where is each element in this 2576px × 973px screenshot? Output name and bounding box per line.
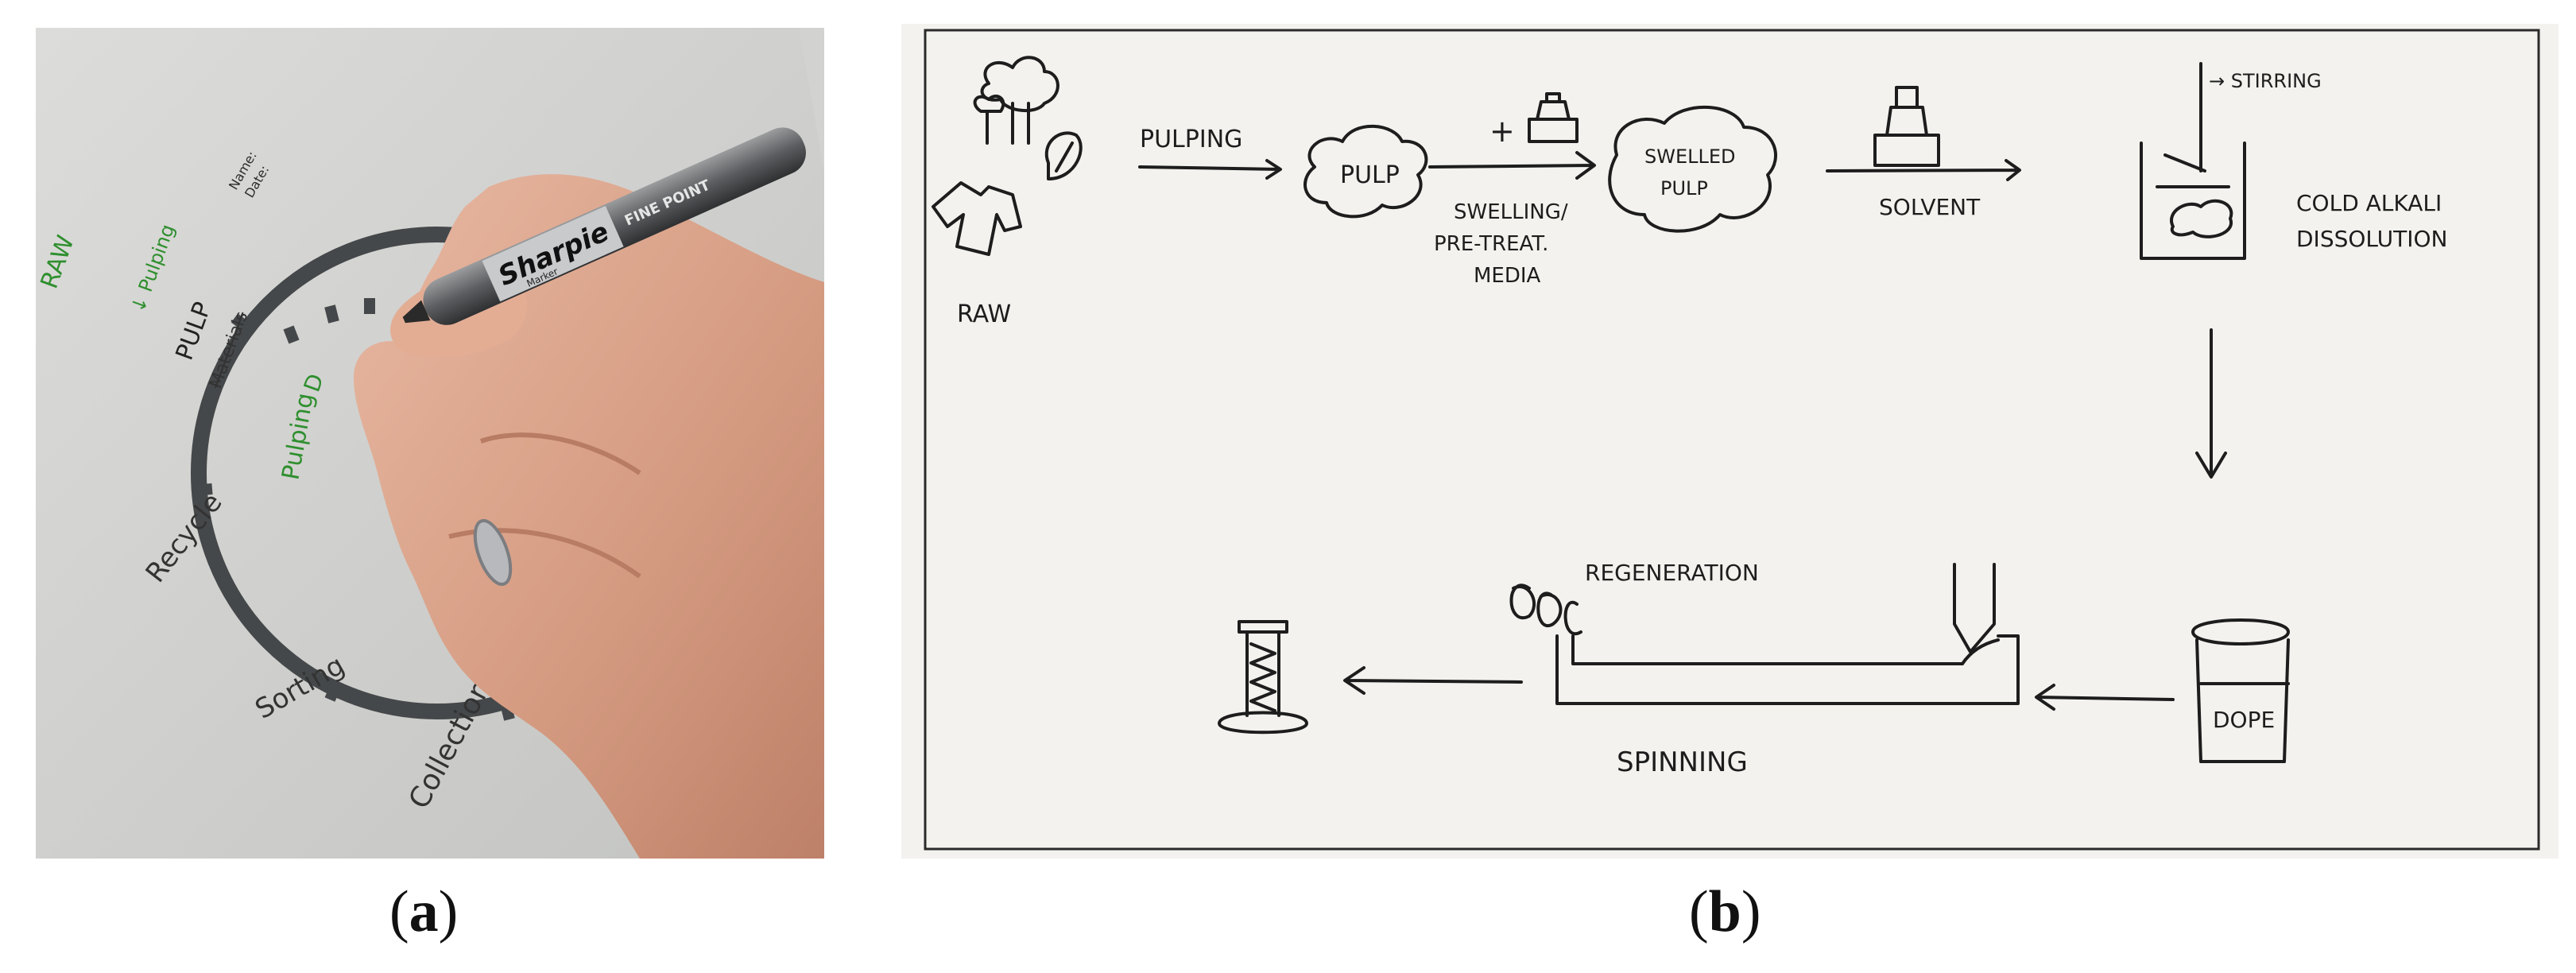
arrow-to-bobbin: [1343, 666, 1523, 695]
dope-container: [2191, 618, 2290, 763]
label-plus: +: [1489, 114, 1515, 149]
label-cold-alkali: COLD ALKALI: [2296, 190, 2442, 216]
cycle-ticks: [192, 298, 515, 721]
label-stirring: → STIRRING: [2209, 70, 2322, 92]
arrow-down: [2195, 328, 2227, 479]
fiber-coil: [1509, 583, 1582, 636]
pretreat-vessel: [1528, 92, 1579, 143]
caption-b: (b): [1689, 879, 1761, 944]
label-spinning: SPINNING: [1617, 746, 1748, 778]
label-regeneration: REGENERATION: [1585, 560, 1759, 586]
label-raw: RAW: [957, 300, 1011, 328]
label-solvent: SOLVENT: [1879, 194, 1981, 220]
arrow-solvent: [1826, 159, 2021, 181]
raw-materials-drawing: [932, 56, 1083, 256]
spinneret: [1953, 563, 1996, 653]
photo-panel-a: Name: Date: Recycle Sorting Collection P…: [36, 28, 824, 859]
label-swelled1: SWELLED: [1644, 145, 1736, 168]
label-pulping: PULPING: [1140, 126, 1242, 153]
worksheet-photo: Name: Date: Recycle Sorting Collection P…: [36, 28, 824, 859]
label-media: MEDIA: [1474, 264, 1541, 288]
label-swelled2: PULP: [1660, 177, 1708, 200]
label-pretreat: PRE-TREAT.: [1434, 232, 1548, 256]
spinning-bath: [1555, 634, 2020, 705]
dissolution-beaker: [2140, 62, 2246, 260]
label-dope: DOPE: [2213, 707, 2275, 733]
arrow-to-spinning: [2035, 684, 2175, 711]
swelled-pulp-cloud: [1608, 106, 1777, 233]
label-pulp: PULP: [1340, 161, 1400, 189]
arrow-swelling: [1428, 151, 1596, 180]
caption-a: (a): [389, 879, 459, 944]
fiber-bobbin: [1218, 620, 1308, 735]
sketch-border: [924, 29, 2540, 851]
label-swelling: SWELLING/: [1454, 200, 1568, 224]
arrow-pulping: [1138, 159, 1282, 180]
solvent-bottle: [1873, 86, 1940, 167]
process-sketch: RAW PULPING PULP + SWELLING/ PRE-TREAT. …: [901, 24, 2559, 859]
label-dissolution: DISSOLUTION: [2296, 226, 2447, 252]
pulp-cloud: [1303, 124, 1428, 219]
photo-panel-b: RAW PULPING PULP + SWELLING/ PRE-TREAT. …: [901, 24, 2559, 859]
finger-ring: [473, 519, 513, 586]
